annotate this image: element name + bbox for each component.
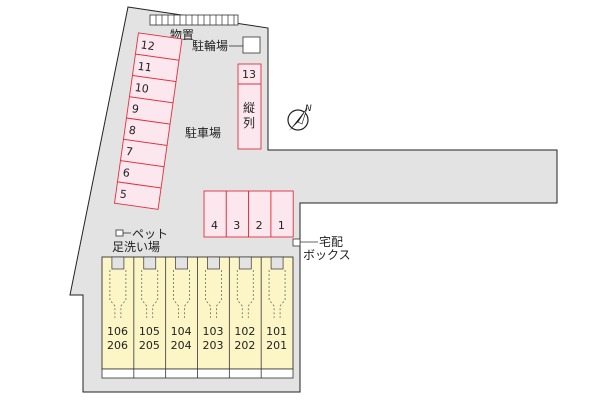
unit-number-lower: 204 — [171, 339, 192, 352]
delivery-box — [292, 238, 318, 247]
north-arrow-icon: N — [287, 104, 312, 131]
tandem-label-1: 縦 — [243, 101, 255, 115]
unit-number-upper: 103 — [203, 325, 224, 338]
pet-foot-wash — [115, 229, 131, 237]
parking-slot-number: 7 — [125, 145, 134, 159]
storage-shed — [149, 14, 239, 26]
parking-slot-number: 8 — [128, 124, 137, 138]
unit-number-upper: 102 — [234, 325, 255, 338]
parking-slot-number: 1 — [278, 219, 285, 232]
unit-number-upper: 101 — [266, 325, 287, 338]
parking-slot-number: 13 — [242, 68, 256, 81]
unit-number-lower: 201 — [266, 339, 287, 352]
tandem-label-2: 列 — [243, 116, 255, 130]
unit-number-lower: 206 — [107, 339, 128, 352]
unit-number-lower: 205 — [139, 339, 160, 352]
pet-wash-label-1: ペット — [132, 227, 168, 241]
unit-number-upper: 106 — [107, 325, 128, 338]
delivery-box-label-2: ボックス — [303, 248, 351, 262]
parking-slot-1 — [270, 190, 294, 238]
parking-slot-number: 4 — [211, 219, 218, 232]
bicycle-parking-box — [242, 36, 261, 54]
parking-slot-number: 6 — [122, 166, 131, 180]
unit-number-upper: 105 — [139, 325, 160, 338]
unit-number-upper: 104 — [171, 325, 192, 338]
pet-wash-label-2: 足洗い場 — [112, 240, 160, 254]
parking-left-column: 12 11 10 9 8 7 6 5 — [113, 32, 183, 210]
parking-slot-number: 10 — [134, 81, 150, 96]
bicycle-parking-label: 駐輪場 — [192, 38, 228, 53]
delivery-box-label-1: 宅配 — [319, 234, 343, 249]
unit-number-lower: 202 — [234, 339, 255, 352]
parking-slot-5 — [113, 181, 162, 210]
north-label: N — [305, 104, 312, 114]
parking-slot-number: 12 — [140, 38, 156, 53]
unit-number-lower: 203 — [203, 339, 224, 352]
parking-slot-number: 3 — [233, 219, 240, 232]
parking-slot-number: 9 — [131, 102, 140, 116]
parking-slot-number: 11 — [137, 60, 153, 75]
parking-slot-13: 13 縦 列 — [237, 63, 262, 150]
parking-bottom-row: 4 3 2 1 — [203, 190, 294, 238]
parking-slot-number: 2 — [256, 219, 263, 232]
parking-slot-number: 5 — [119, 187, 128, 201]
parking-label: 駐車場 — [185, 125, 221, 140]
